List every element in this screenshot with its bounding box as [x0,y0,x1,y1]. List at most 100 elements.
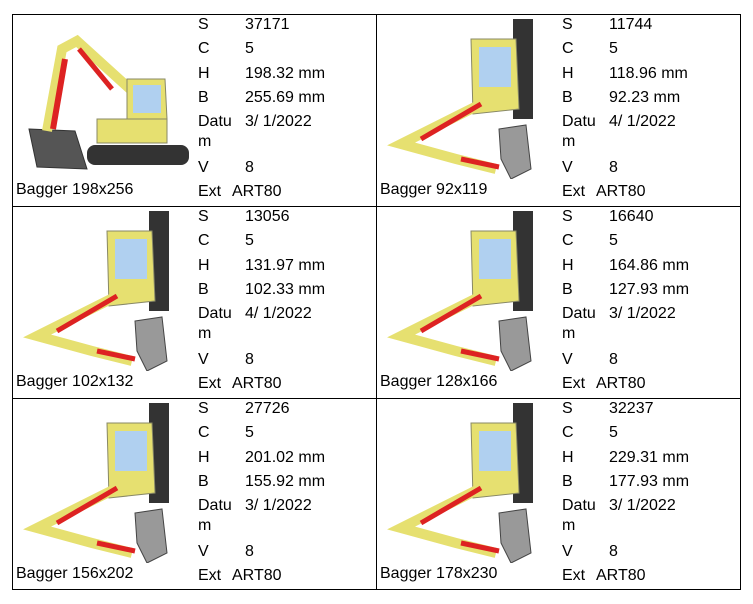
height-label: H [562,449,574,466]
width-label: B [562,473,573,490]
excavator-image [381,211,557,372]
height-label: H [198,257,210,274]
version-value: 8 [609,159,618,176]
width-label: B [198,89,209,106]
ext-value: ART80 [596,375,646,392]
stitches-label: S [562,400,573,417]
colors-value: 5 [245,232,254,249]
design-grid: Bagger 198x256 S 37171 C 5 H 198.32 mm B 255… [12,14,741,590]
date-label-wrap: m [198,517,212,534]
ext-value: ART80 [232,567,282,584]
height-value: 164.86 mm [609,257,690,274]
date-label-wrap: m [562,517,576,534]
ext-label: Ext [198,183,222,200]
stitches-value: 27726 [245,400,290,417]
stitches-value: 16640 [609,208,654,225]
version-label: V [562,351,573,368]
colors-label: C [198,232,210,249]
design-name: Bagger 102x132 [16,373,134,390]
width-value: 102.33 mm [245,281,326,298]
ext-label: Ext [562,567,586,584]
version-value: 8 [245,543,254,560]
version-value: 8 [609,543,618,560]
date-value: 4/ 1/2022 [609,113,676,130]
colors-label: C [198,424,210,441]
date-value: 3/ 1/2022 [609,497,676,514]
colors-value: 5 [609,40,618,57]
height-value: 131.97 mm [245,257,326,274]
stitches-label: S [198,16,209,33]
excavator-image [17,403,193,564]
colors-value: 5 [245,40,254,57]
version-label: V [198,543,209,560]
version-label: V [198,351,209,368]
width-value: 177.93 mm [609,473,690,490]
colors-label: C [198,40,210,57]
design-name: Bagger 198x256 [16,181,134,198]
colors-label: C [562,232,574,249]
date-value: 3/ 1/2022 [245,113,312,130]
height-label: H [198,449,210,466]
version-label: V [562,543,573,560]
ext-label: Ext [562,375,586,392]
date-label: Datu [562,305,596,322]
excavator-image [381,19,557,180]
stitches-label: S [198,400,209,417]
version-label: V [198,159,209,176]
width-value: 92.23 mm [609,89,681,106]
design-name: Bagger 156x202 [16,565,134,582]
stitches-label: S [198,208,209,225]
colors-label: C [562,40,574,57]
ext-value: ART80 [232,183,282,200]
ext-label: Ext [198,567,222,584]
width-label: B [198,473,209,490]
date-label: Datu [562,113,596,130]
width-label: B [562,281,573,298]
version-value: 8 [609,351,618,368]
height-value: 229.31 mm [609,449,690,466]
height-value: 198.32 mm [245,65,326,82]
date-label: Datu [198,497,232,514]
width-label: B [562,89,573,106]
date-value: 3/ 1/2022 [245,497,312,514]
date-label: Datu [198,113,232,130]
ext-value: ART80 [232,375,282,392]
excavator-image [381,403,557,564]
ext-label: Ext [562,183,586,200]
width-value: 255.69 mm [245,89,326,106]
ext-label: Ext [198,375,222,392]
date-label-wrap: m [198,325,212,342]
design-name: Bagger 128x166 [380,373,498,390]
stitches-value: 13056 [245,208,290,225]
date-value: 4/ 1/2022 [245,305,312,322]
height-value: 201.02 mm [245,449,326,466]
height-label: H [562,65,574,82]
height-label: H [562,257,574,274]
design-name: Bagger 178x230 [380,565,498,582]
colors-label: C [562,424,574,441]
stitches-label: S [562,16,573,33]
stitches-value: 32237 [609,400,654,417]
ext-value: ART80 [596,567,646,584]
ext-value: ART80 [596,183,646,200]
design-name: Bagger 92x119 [380,181,488,198]
date-label: Datu [198,305,232,322]
date-label-wrap: m [562,133,576,150]
stitches-value: 37171 [245,16,290,33]
excavator-image [17,211,193,372]
version-value: 8 [245,159,254,176]
height-value: 118.96 mm [609,65,688,82]
date-label-wrap: m [198,133,212,150]
stitches-label: S [562,208,573,225]
version-label: V [562,159,573,176]
design-card[interactable]: Bagger 128x166 S 16640 C 5 H 164.86 mm B 127… [377,207,740,399]
version-value: 8 [245,351,254,368]
excavator-image [17,19,193,179]
colors-value: 5 [609,232,618,249]
width-value: 127.93 mm [609,281,690,298]
